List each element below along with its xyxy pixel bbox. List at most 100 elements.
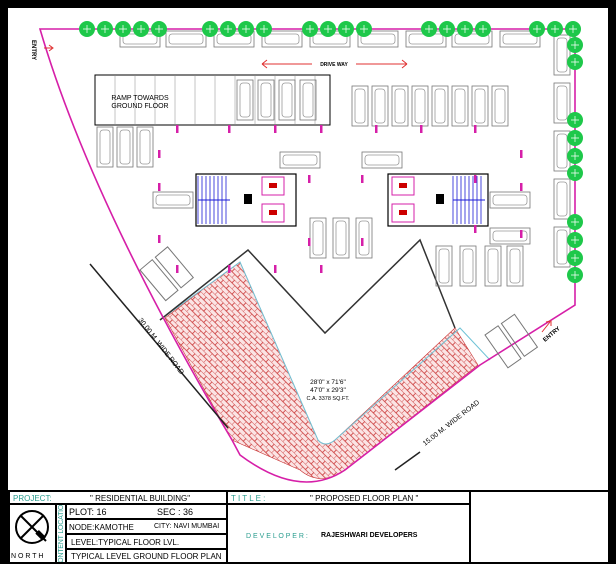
car-parking-bay: [136, 126, 154, 168]
lift-shaft: [261, 203, 285, 223]
tree-detail: [551, 25, 559, 33]
lift-icon: [399, 210, 407, 215]
car-parking-bay: [459, 245, 477, 287]
car-icon: [509, 248, 521, 284]
parking-bay: [154, 246, 194, 289]
tree-detail: [571, 254, 579, 262]
car-parking-bay: [506, 245, 524, 287]
lift-icon: [269, 183, 277, 188]
tree-icon: [567, 148, 583, 164]
core-outline: [387, 173, 489, 227]
parking-bay: [451, 85, 469, 127]
parking-bay: [351, 85, 369, 127]
north-arrow-icon: [15, 510, 49, 544]
car-parking-bay: [491, 85, 509, 127]
north-symbol: N O R T H: [9, 504, 56, 563]
tree-detail: [342, 25, 350, 33]
tree-icon: [338, 21, 354, 37]
column-marker: [274, 265, 277, 273]
column-marker: [228, 125, 231, 133]
tree-detail: [101, 25, 109, 33]
column-marker: [375, 125, 378, 133]
car-icon: [119, 129, 131, 165]
driveway-arrow: [261, 59, 408, 69]
car-icon: [374, 88, 386, 124]
car-parking-bay: [489, 227, 531, 245]
car-parking-bay: [484, 245, 502, 287]
car-parking-bay: [553, 82, 571, 124]
tree-icon: [529, 21, 545, 37]
tree-detail: [571, 152, 579, 160]
area-dimension-2: 47'0" x 29'3": [310, 387, 346, 394]
column-marker: [520, 150, 523, 158]
tree-detail: [83, 25, 91, 33]
car-icon: [556, 133, 568, 169]
parking-bay: [299, 79, 317, 121]
parking-bay: [152, 191, 194, 209]
column-marker: [158, 235, 161, 243]
tree-icon: [439, 21, 455, 37]
tree-detail: [571, 236, 579, 244]
lift-shaft: [391, 176, 415, 196]
car-icon: [358, 220, 370, 256]
tree-detail: [119, 25, 127, 33]
car-parking-bay: [391, 85, 409, 127]
parking-bay: [471, 85, 489, 127]
plot-row: PLOT: 16 SEC : 36: [66, 504, 227, 519]
lift-shaft: [261, 176, 285, 196]
project-label: PROJECT:: [13, 494, 52, 503]
tree-icon: [320, 21, 336, 37]
car-parking-bay: [471, 85, 489, 127]
car-parking-bay: [361, 151, 403, 169]
tree-icon: [356, 21, 372, 37]
parking-bay: [484, 245, 502, 287]
car-parking-bay: [553, 178, 571, 220]
level: LEVEL:TYPICAL FLOOR LVL.: [71, 538, 180, 547]
road-edge-bottom: [394, 451, 421, 471]
car-icon: [281, 82, 293, 118]
car-icon: [264, 33, 300, 45]
car-parking-bay: [257, 79, 275, 121]
tree-detail: [461, 25, 469, 33]
column-marker: [320, 125, 323, 133]
column-marker: [361, 175, 364, 183]
plot-boundary: [38, 28, 576, 483]
parking-bay: [484, 325, 522, 369]
car-parking-bay: [431, 85, 449, 127]
typical-level: TYPICAL LEVEL GROUND FLOOR PLAN: [71, 552, 222, 561]
parking-bay: [489, 191, 531, 209]
title-block: PROJECT: " RESIDENTIAL BUILDING" N O R T…: [8, 490, 610, 564]
car-icon: [474, 88, 486, 124]
tree-detail: [569, 25, 577, 33]
project-value: " RESIDENTIAL BUILDING": [90, 494, 191, 503]
car-icon: [282, 154, 318, 166]
column-marker: [361, 238, 364, 246]
parking-bay: [489, 227, 531, 245]
floor-plan: RAMP TOWARDS GROUND FLOOR DRIVE WAY ENTR…: [8, 8, 608, 490]
tree-icon: [79, 21, 95, 37]
sector: SEC : 36: [157, 507, 194, 517]
parking-bay: [278, 79, 296, 121]
tree-icon: [567, 130, 583, 146]
tree-icon: [567, 232, 583, 248]
tree-detail: [224, 25, 232, 33]
car-parking-bay: [279, 151, 321, 169]
tree-icon: [220, 21, 236, 37]
parking-bay: [553, 178, 571, 220]
car-icon: [487, 248, 499, 284]
parking-bay: [355, 217, 373, 259]
car-icon: [302, 82, 314, 118]
tree-detail: [360, 25, 368, 33]
tree-detail: [571, 218, 579, 226]
tree-icon: [567, 112, 583, 128]
car-parking-bay: [499, 30, 541, 48]
parking-bay: [96, 126, 114, 168]
tree-detail: [324, 25, 332, 33]
column-marker: [420, 125, 423, 133]
column-marker: [158, 150, 161, 158]
tree-icon: [567, 267, 583, 283]
parking-bay: [165, 30, 207, 48]
tree-detail: [155, 25, 163, 33]
car-parking-bay: [553, 226, 571, 268]
